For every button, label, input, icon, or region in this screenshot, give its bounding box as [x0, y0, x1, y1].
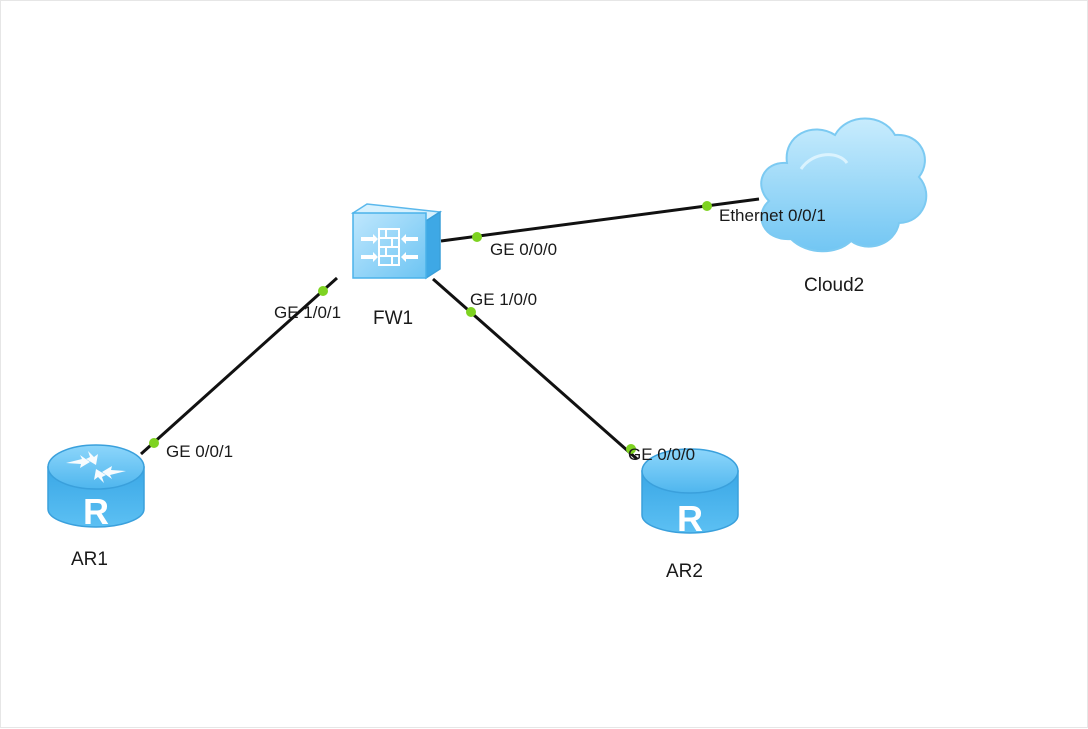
router-icon[interactable]: R: [641, 448, 739, 539]
router-glyph: R: [83, 491, 109, 532]
device-name-ar1: AR1: [71, 549, 108, 570]
port-label: GE 0/0/0: [490, 240, 558, 259]
port-dot[interactable]: [318, 286, 328, 296]
device-name-cloud2: Cloud2: [804, 275, 865, 296]
port-dot[interactable]: [626, 444, 636, 454]
port-label: GE 0/0/0: [628, 445, 696, 464]
port-label: Ethernet 0/0/1: [719, 206, 826, 225]
router-glyph: R: [677, 498, 703, 539]
device-name-ar2: AR2: [666, 561, 703, 582]
port-dot[interactable]: [702, 201, 712, 211]
link-fw1-ar1[interactable]: [139, 276, 339, 456]
device-name-fw1: FW1: [373, 308, 414, 329]
port-label: GE 1/0/0: [470, 290, 538, 309]
port-dot[interactable]: [472, 232, 482, 242]
port-label: GE 0/0/1: [166, 442, 234, 461]
firewall-icon[interactable]: [350, 203, 443, 280]
port-dot[interactable]: [149, 438, 159, 448]
port-dot[interactable]: [466, 307, 476, 317]
cloud-icon[interactable]: [760, 117, 928, 253]
port-label: GE 1/0/1: [274, 303, 342, 322]
router-icon[interactable]: R: [47, 444, 145, 532]
